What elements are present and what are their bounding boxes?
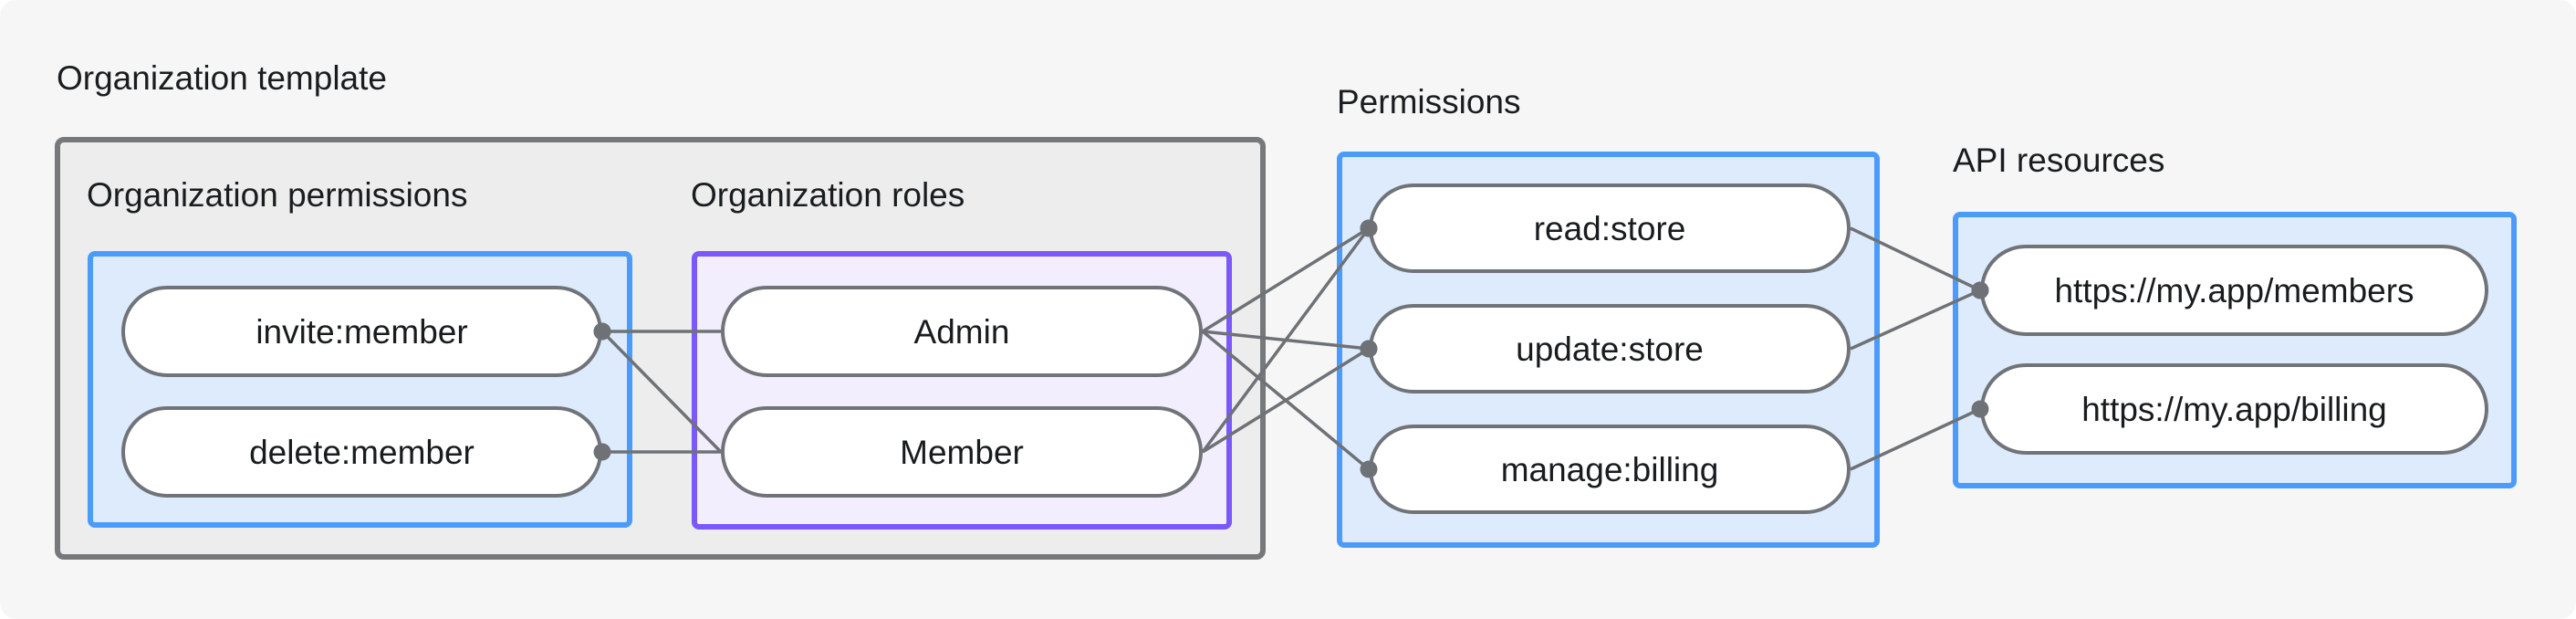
node-read-store: read:store bbox=[1369, 184, 1851, 273]
node-admin-role: Admin bbox=[721, 286, 1203, 377]
organization-template-label: Organization template bbox=[57, 59, 387, 97]
node-api-members: https://my.app/members bbox=[1980, 245, 2488, 336]
node-delete-member: delete:member bbox=[121, 406, 602, 498]
node-member-role: Member bbox=[721, 406, 1203, 498]
organization-roles-label: Organization roles bbox=[691, 176, 965, 214]
node-invite-member: invite:member bbox=[121, 286, 602, 377]
organization-permissions-label: Organization permissions bbox=[87, 176, 468, 214]
api-resources-label: API resources bbox=[1953, 142, 2165, 179]
permissions-label: Permissions bbox=[1337, 83, 1521, 121]
node-update-store: update:store bbox=[1369, 304, 1851, 393]
node-api-billing: https://my.app/billing bbox=[1980, 363, 2488, 455]
node-manage-billing: manage:billing bbox=[1369, 425, 1851, 514]
